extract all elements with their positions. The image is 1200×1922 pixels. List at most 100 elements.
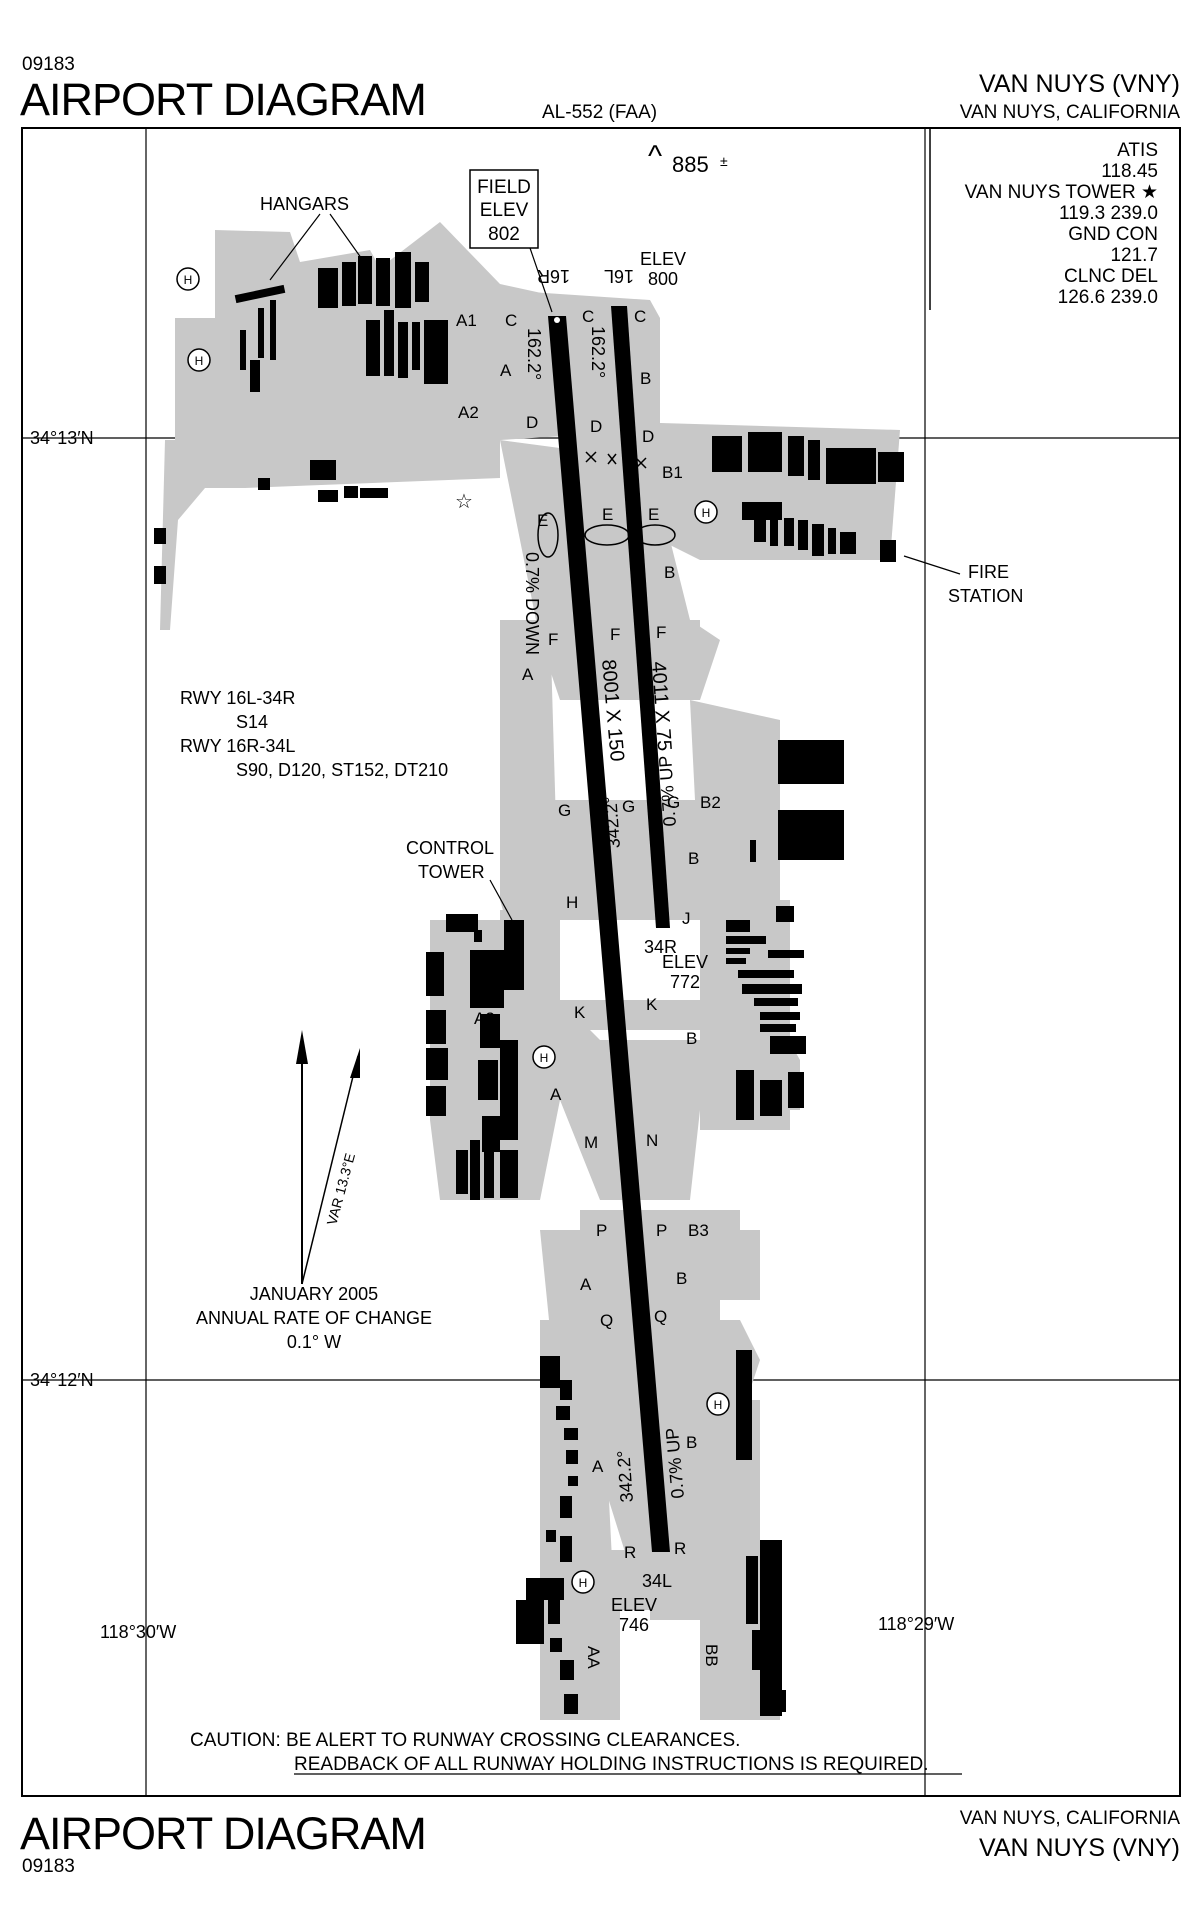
taxiway-label: G <box>622 797 635 816</box>
footer-airport-name: VAN NUYS (VNY) <box>979 1834 1180 1862</box>
frequency-panel: ATIS 118.45 VAN NUYS TOWER ★ 119.3 239.0… <box>965 140 1158 308</box>
taxiway-label: A <box>592 1457 604 1476</box>
airport-name: VAN NUYS (VNY) <box>979 70 1180 98</box>
page-title: AIRPORT DIAGRAM <box>20 74 427 125</box>
heading-16l: 162.2° <box>588 326 608 378</box>
obstacle-plusminus: ± <box>720 153 728 169</box>
freq-line: 118.45 <box>1101 161 1158 182</box>
leader-line <box>529 247 553 313</box>
helipad-labels: H H H H H H <box>184 273 723 1590</box>
taxiway-label: B <box>686 1029 697 1048</box>
magnetic-note-line: 0.1° W <box>287 1332 341 1352</box>
freq-line: 119.3 239.0 <box>1059 203 1158 224</box>
chart-number: 09183 <box>22 54 75 75</box>
var-label: VAR 13.3°E <box>323 1151 358 1226</box>
runway-hotspots <box>537 451 676 558</box>
helipads <box>176 267 730 1594</box>
taxiway-label: D <box>590 417 602 436</box>
helipad-icon: H <box>714 1398 723 1412</box>
runway-16r-34l <box>548 316 670 1552</box>
magnetic-north-arrow <box>301 1055 359 1285</box>
runway-info-line: S90, D120, ST152, DT210 <box>236 760 448 780</box>
taxiway-label: E <box>648 505 659 524</box>
taxiway-label: K <box>574 1003 586 1022</box>
slope-34r: 0.7% UP <box>655 755 680 827</box>
taxiway-label: B1 <box>662 463 683 482</box>
freq-line: VAN NUYS TOWER ★ <box>964 182 1158 203</box>
true-north-arrowhead <box>296 1030 308 1064</box>
taxiway-label: A <box>500 361 512 380</box>
lat-north-label: 34°13′N <box>30 428 94 448</box>
freq-line: ATIS <box>1117 140 1158 161</box>
magnetic-north-arrowhead <box>350 1048 360 1078</box>
taxiway-label: B <box>664 563 675 582</box>
taxiway-label: Q <box>600 1311 613 1330</box>
taxiway-label: A3 <box>474 1009 495 1028</box>
taxiway-label: D <box>526 413 538 432</box>
control-tower-label: TOWER <box>418 862 485 882</box>
freq-line: 121.7 <box>1110 245 1158 266</box>
heading-34l: 342.2° <box>613 1450 637 1504</box>
field-elev-line: ELEV <box>480 200 529 221</box>
taxiway-label: A1 <box>456 311 477 330</box>
caution-line: READBACK OF ALL RUNWAY HOLDING INSTRUCTI… <box>294 1754 929 1775</box>
helipad-icon: H <box>579 1576 588 1590</box>
field-elev-value: 802 <box>488 224 520 245</box>
hangar-arrows <box>269 213 365 281</box>
helipad-icon: H <box>540 1051 549 1065</box>
freq-line: CLNC DEL <box>1064 266 1158 287</box>
leader-line <box>489 879 513 921</box>
leader-line <box>903 555 961 575</box>
taxiway-label: BB <box>702 1644 721 1667</box>
runway-info-line: RWY 16R-34L <box>180 736 295 756</box>
taxiway-label: G <box>558 801 571 820</box>
taxiway-label: K <box>646 995 658 1014</box>
freq-line: GND CON <box>1068 224 1158 245</box>
taxiway-label: B3 <box>688 1221 709 1240</box>
field-elev-line: FIELD <box>477 177 531 198</box>
taxiway-label: A2 <box>458 403 479 422</box>
elev-16l-label: ELEV <box>640 249 686 269</box>
taxiway-label: Q <box>654 1307 667 1326</box>
magnetic-note-line: ANNUAL RATE OF CHANGE <box>196 1308 432 1328</box>
elev-34l-label: ELEV <box>611 1595 657 1615</box>
elev-34r-value: 772 <box>670 972 700 992</box>
taxiway-label: C <box>634 307 646 326</box>
taxiway-label: AA <box>584 1646 603 1669</box>
taxiway-label: G <box>667 793 680 812</box>
taxiway-label: R <box>624 1543 636 1562</box>
taxiway-label: C <box>582 307 594 326</box>
magnetic-note: JANUARY 2005 ANNUAL RATE OF CHANGE 0.1° … <box>196 1284 432 1352</box>
helipad-icon: H <box>184 273 193 287</box>
taxiway-label: B <box>676 1269 687 1288</box>
taxiway-label: N <box>646 1131 658 1150</box>
taxiway-label: P <box>596 1221 607 1240</box>
airport-city: VAN NUYS, CALIFORNIA <box>959 102 1180 123</box>
heading-34r: 342.2° <box>600 796 624 850</box>
lon-east-label: 118°29′W <box>878 1614 954 1634</box>
taxiway-label: A <box>580 1275 592 1294</box>
taxiway-labels: A1 C C C A B A2 D D D B1 E E E B F F F A… <box>456 307 721 1669</box>
runway-16l-34r <box>611 306 670 928</box>
runway-end-34r: 34R <box>644 937 677 957</box>
taxiway-label: A <box>522 665 534 684</box>
taxiway-label: D <box>642 427 654 446</box>
obstacle-height: 885 <box>672 152 709 177</box>
taxiway-label: E <box>602 505 613 524</box>
fire-station-label: STATION <box>948 586 1023 606</box>
taxiway-label: M <box>584 1133 598 1152</box>
fire-station-label: FIRE <box>968 562 1009 582</box>
taxiway-label: A <box>550 1085 562 1104</box>
taxiway-label: F <box>548 630 558 649</box>
field-elev-box <box>469 169 539 249</box>
lon-west-label: 118°30′W <box>100 1622 176 1642</box>
control-tower-label: CONTROL <box>406 838 494 858</box>
chart-frame <box>21 127 1181 1797</box>
footer-city: VAN NUYS, CALIFORNIA <box>959 1808 1180 1829</box>
magnetic-note-line: JANUARY 2005 <box>250 1284 378 1304</box>
freq-line: 126.6 239.0 <box>1057 287 1158 308</box>
taxiway-label: B <box>640 369 651 388</box>
elev-34l-value: 746 <box>619 1615 649 1635</box>
beacon-icon: ☆ <box>455 491 473 513</box>
runway-info-line: RWY 16L-34R <box>180 688 295 708</box>
